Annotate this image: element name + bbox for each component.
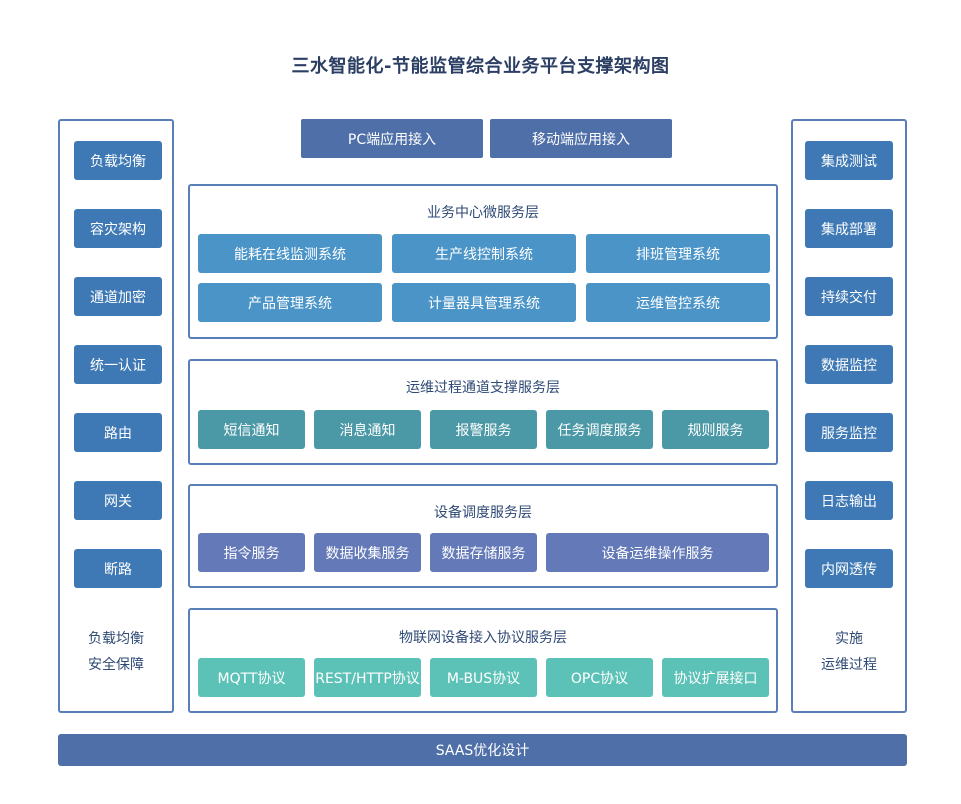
business-layer-title: 业务中心微服务层 xyxy=(427,205,539,221)
iot-item-rest-http: REST/HTTP协议 xyxy=(314,658,421,697)
left-note-line1: 负载均衡 xyxy=(88,631,144,647)
left-item-channel-encryption: 通道加密 xyxy=(74,277,162,316)
right-item-service-monitoring: 服务监控 xyxy=(805,413,893,452)
right-item-integration-test: 集成测试 xyxy=(805,141,893,180)
pc-access-button: PC端应用接入 xyxy=(301,119,483,158)
business-item-energy-monitoring: 能耗在线监测系统 xyxy=(198,234,382,273)
ops-channel-layer-title: 运维过程通道支撑服务层 xyxy=(406,380,560,396)
diagram-title: 三水智能化-节能监管综合业务平台支撑架构图 xyxy=(291,56,670,77)
ops-item-sms-notification: 短信通知 xyxy=(198,410,305,449)
right-item-data-monitoring: 数据监控 xyxy=(805,345,893,384)
mobile-access-button: 移动端应用接入 xyxy=(490,119,672,158)
right-note-line2: 运维过程 xyxy=(821,657,877,673)
ops-item-task-scheduling: 任务调度服务 xyxy=(546,410,653,449)
left-item-disaster-recovery: 容灾架构 xyxy=(74,209,162,248)
iot-layer-title: 物联网设备接入协议服务层 xyxy=(399,630,567,646)
iot-item-mqtt: MQTT协议 xyxy=(198,658,305,697)
iot-item-protocol-extension: 协议扩展接口 xyxy=(662,658,769,697)
right-panel: 集成测试 集成部署 持续交付 数据监控 服务监控 日志输出 内网透传 实施 运维… xyxy=(791,119,907,713)
device-item-ops-operation: 设备运维操作服务 xyxy=(546,533,769,572)
right-item-continuous-delivery: 持续交付 xyxy=(805,277,893,316)
left-panel-note: 负载均衡 安全保障 xyxy=(60,626,172,678)
device-layer-title: 设备调度服务层 xyxy=(434,505,532,521)
left-panel: 负载均衡 容灾架构 通道加密 统一认证 路由 网关 断路 负载均衡 安全保障 xyxy=(58,119,174,713)
iot-layer: 物联网设备接入协议服务层 MQTT协议 REST/HTTP协议 M-BUS协议 … xyxy=(188,608,778,713)
device-item-command-service: 指令服务 xyxy=(198,533,305,572)
right-item-intranet-penetration: 内网透传 xyxy=(805,549,893,588)
business-item-shift-management: 排班管理系统 xyxy=(586,234,770,273)
left-note-line2: 安全保障 xyxy=(88,657,144,673)
right-note-line1: 实施 xyxy=(835,631,863,647)
business-item-ops-control: 运维管控系统 xyxy=(586,283,770,322)
ops-item-alarm-service: 报警服务 xyxy=(430,410,537,449)
left-item-circuit-breaker: 断路 xyxy=(74,549,162,588)
right-item-integration-deploy: 集成部署 xyxy=(805,209,893,248)
iot-item-opc: OPC协议 xyxy=(546,658,653,697)
iot-item-mbus: M-BUS协议 xyxy=(430,658,537,697)
device-item-data-storage: 数据存储服务 xyxy=(430,533,537,572)
ops-item-message-notification: 消息通知 xyxy=(314,410,421,449)
business-item-metering-management: 计量器具管理系统 xyxy=(392,283,576,322)
ops-item-rule-service: 规则服务 xyxy=(662,410,769,449)
saas-optimization-bar: SAAS优化设计 xyxy=(58,734,907,766)
business-item-production-control: 生产线控制系统 xyxy=(392,234,576,273)
left-item-load-balance: 负载均衡 xyxy=(74,141,162,180)
ops-channel-layer: 运维过程通道支撑服务层 短信通知 消息通知 报警服务 任务调度服务 规则服务 xyxy=(188,359,778,465)
business-layer: 业务中心微服务层 能耗在线监测系统 生产线控制系统 排班管理系统 产品管理系统 … xyxy=(188,184,778,339)
right-item-log-output: 日志输出 xyxy=(805,481,893,520)
device-item-data-collection: 数据收集服务 xyxy=(314,533,421,572)
left-item-routing: 路由 xyxy=(74,413,162,452)
left-item-gateway: 网关 xyxy=(74,481,162,520)
right-panel-note: 实施 运维过程 xyxy=(793,626,905,678)
left-item-unified-auth: 统一认证 xyxy=(74,345,162,384)
device-layer: 设备调度服务层 指令服务 数据收集服务 数据存储服务 设备运维操作服务 xyxy=(188,484,778,588)
business-item-product-management: 产品管理系统 xyxy=(198,283,382,322)
